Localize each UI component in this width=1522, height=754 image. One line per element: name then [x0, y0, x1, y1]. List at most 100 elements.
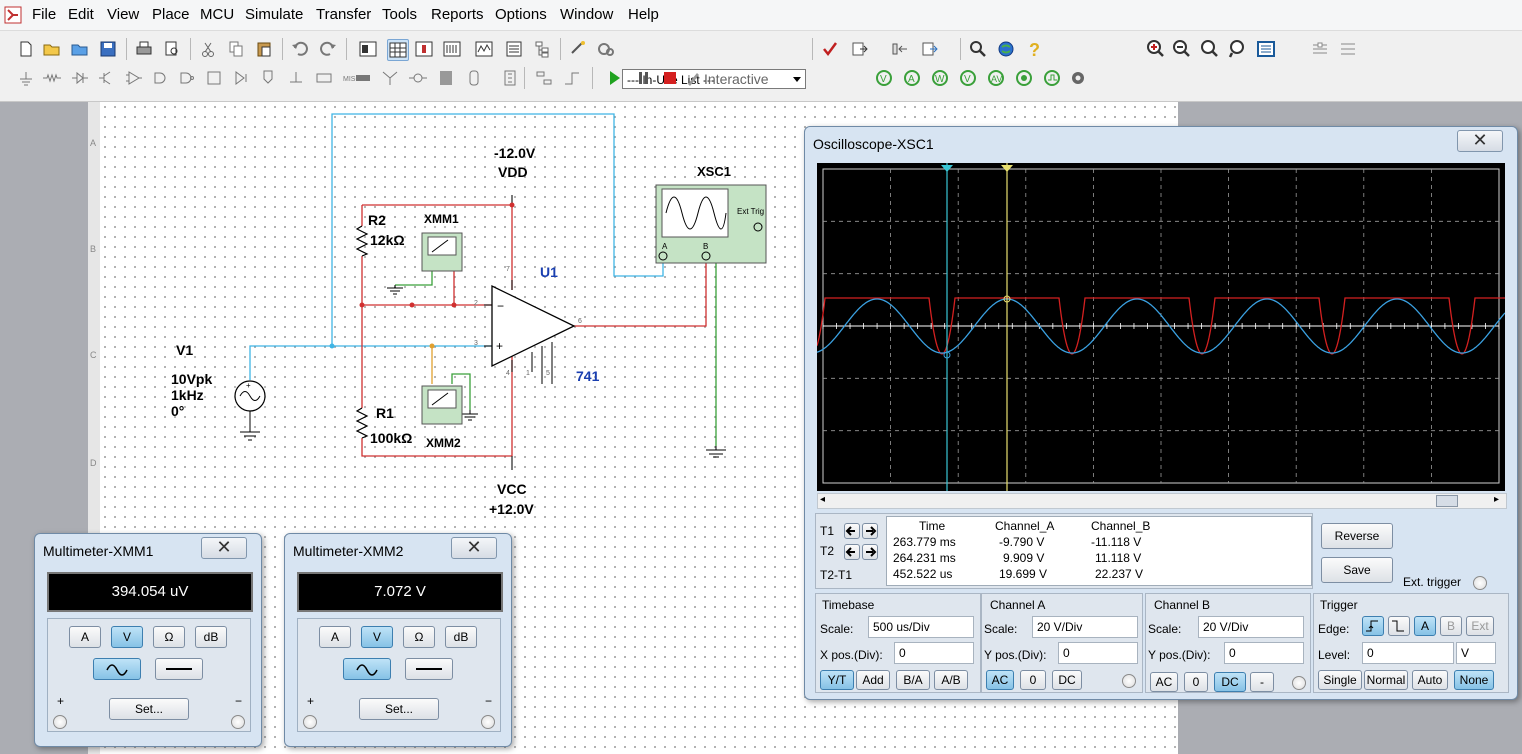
back-annotate-icon[interactable]	[850, 39, 870, 59]
copy-icon[interactable]	[226, 39, 246, 59]
probe-voltage-icon[interactable]: V	[874, 68, 894, 88]
grid-align-icon[interactable]	[1310, 39, 1330, 59]
stop-simulation-icon[interactable]	[660, 68, 680, 88]
trigger-falling-edge-button[interactable]	[1388, 616, 1410, 636]
multimeter-xmm1-dc-mode-button[interactable]	[155, 658, 203, 680]
menu-options[interactable]: Options	[495, 6, 547, 23]
trigger-level-field[interactable]: 0	[1362, 642, 1454, 664]
multimeter-xmm1-ac-mode-button[interactable]	[93, 658, 141, 680]
bus-icon[interactable]	[534, 68, 554, 88]
oscilloscope-screen[interactable]	[817, 163, 1505, 491]
channel-b-invert-button[interactable]: -	[1250, 672, 1274, 692]
probe-reference-icon[interactable]	[1014, 68, 1034, 88]
multimeter-xmm1-decibel-button[interactable]: dB	[195, 626, 227, 648]
probe-differential-voltage-icon[interactable]: V	[958, 68, 978, 88]
channel-a-scale-field[interactable]: 20 V/Div	[1032, 616, 1138, 638]
misc-component-icon[interactable]	[314, 68, 334, 88]
basic-resistor-icon[interactable]	[42, 68, 62, 88]
multimeter-xmm1-voltmeter-button[interactable]: V	[111, 626, 143, 648]
transistor-icon[interactable]	[96, 68, 116, 88]
trigger-level-unit[interactable]: V	[1456, 642, 1496, 664]
trigger-source-b-button[interactable]: B	[1440, 616, 1462, 636]
database-manager-icon[interactable]	[596, 39, 616, 59]
electromechanical-icon[interactable]	[380, 68, 400, 88]
design-toolbox-icon[interactable]	[358, 39, 378, 59]
interactive-mode-icon[interactable]	[685, 68, 705, 88]
channel-a-ypos-field[interactable]: 0	[1058, 642, 1138, 664]
source-ground-icon[interactable]	[16, 68, 36, 88]
pause-simulation-icon[interactable]	[634, 68, 654, 88]
power-component-icon[interactable]	[286, 68, 306, 88]
postprocessor-icon[interactable]	[504, 39, 524, 59]
ni-component-icon[interactable]	[408, 68, 428, 88]
spreadsheet-view-icon[interactable]	[387, 39, 409, 61]
print-icon[interactable]	[134, 39, 154, 59]
diode-icon[interactable]	[70, 68, 90, 88]
ab-mode-button[interactable]: A/B	[934, 670, 968, 690]
trigger-none-button[interactable]: None	[1454, 670, 1494, 690]
oscilloscope-horizontal-scrollbar[interactable]: ◂ ▸	[817, 493, 1507, 509]
multimeter-xmm1-window[interactable]: Multimeter-XMM1 ✕ 394.054 uV A V Ω dB Se…	[34, 533, 262, 747]
menu-simulate[interactable]: Simulate	[245, 6, 304, 23]
hierarchical-block-icon[interactable]	[500, 68, 520, 88]
trigger-source-ext-button[interactable]: Ext	[1466, 616, 1494, 636]
help-question-icon[interactable]: ?	[1024, 39, 1044, 59]
oscilloscope-xsc1-window[interactable]: Oscilloscope-XSC1 ✕ ◂ ▸ T1 T2 T2-T1 Time…	[804, 126, 1518, 700]
multimeter-xmm1-ammeter-button[interactable]: A	[69, 626, 101, 648]
yt-mode-button[interactable]: Y/T	[820, 670, 854, 690]
multimeter-xmm1-settings-button[interactable]: Set...	[109, 698, 189, 720]
t1-move-right-button[interactable]	[862, 523, 878, 539]
ttl-gate-icon[interactable]	[150, 68, 170, 88]
component-wizard-icon[interactable]	[568, 39, 588, 59]
menu-help[interactable]: Help	[628, 6, 659, 23]
t1-move-left-button[interactable]	[844, 523, 860, 539]
cursor-t2-marker-icon[interactable]	[1001, 165, 1013, 172]
t2-move-left-button[interactable]	[844, 544, 860, 560]
multimeter-xmm2-minus-terminal[interactable]	[481, 715, 495, 729]
trigger-source-a-button[interactable]: A	[1414, 616, 1436, 636]
open-sample-icon[interactable]	[70, 39, 90, 59]
run-simulation-icon[interactable]	[604, 68, 624, 88]
connector-icon[interactable]	[436, 68, 456, 88]
mixed-icon[interactable]	[232, 68, 252, 88]
indicator-icon[interactable]	[258, 68, 278, 88]
menu-place[interactable]: Place	[152, 6, 190, 23]
multimeter-xmm2-decibel-button[interactable]: dB	[445, 626, 477, 648]
grapher-icon[interactable]	[474, 39, 494, 59]
multimeter-xmm2-window[interactable]: Multimeter-XMM2 ✕ 7.072 V A V Ω dB Set..…	[284, 533, 512, 747]
menu-file[interactable]: File	[32, 6, 57, 23]
zoom-area-icon[interactable]	[1200, 39, 1220, 59]
multisim-app-icon[interactable]	[4, 6, 22, 24]
wire-icon[interactable]	[562, 68, 582, 88]
new-file-icon[interactable]	[16, 39, 36, 59]
multimeter-xmm1-ohmmeter-button[interactable]: Ω	[153, 626, 185, 648]
multimeter-xmm2-settings-button[interactable]: Set...	[359, 698, 439, 720]
paste-icon[interactable]	[254, 39, 274, 59]
menu-window[interactable]: Window	[560, 6, 614, 23]
channel-a-terminal[interactable]	[1122, 674, 1136, 688]
probe-settings-gear-icon[interactable]	[1068, 68, 1088, 88]
breadboard-icon[interactable]	[442, 39, 462, 59]
forward-annotate-icon[interactable]	[920, 39, 940, 59]
multimeter-xmm1-plus-terminal[interactable]	[53, 715, 67, 729]
interactive-label[interactable]: Interactive	[704, 71, 769, 87]
scroll-left-icon[interactable]: ◂	[820, 494, 826, 505]
redo-icon[interactable]	[318, 39, 338, 59]
probe-current-icon[interactable]: A	[902, 68, 922, 88]
zoom-in-icon[interactable]	[1146, 39, 1166, 59]
trigger-normal-button[interactable]: Normal	[1364, 670, 1408, 690]
channel-b-scale-field[interactable]: 20 V/Div	[1198, 616, 1304, 638]
multimeter-xmm2-voltmeter-button[interactable]: V	[361, 626, 393, 648]
multimeter-xmm2-plus-terminal[interactable]	[303, 715, 317, 729]
channel-b-dc-button[interactable]: DC	[1214, 672, 1246, 692]
multimeter-xmm2-dc-mode-button[interactable]	[405, 658, 453, 680]
hierarchy-icon[interactable]	[532, 39, 552, 59]
add-mode-button[interactable]: Add	[856, 670, 890, 690]
ext-trigger-terminal[interactable]	[1473, 576, 1487, 590]
channel-b-zero-button[interactable]: 0	[1184, 672, 1208, 692]
probe-voltage-current-icon[interactable]: AV	[986, 68, 1006, 88]
trigger-auto-button[interactable]: Auto	[1412, 670, 1448, 690]
multimeter-xmm2-ammeter-button[interactable]: A	[319, 626, 351, 648]
save-icon[interactable]	[98, 39, 118, 59]
rf-component-icon[interactable]	[353, 68, 373, 88]
